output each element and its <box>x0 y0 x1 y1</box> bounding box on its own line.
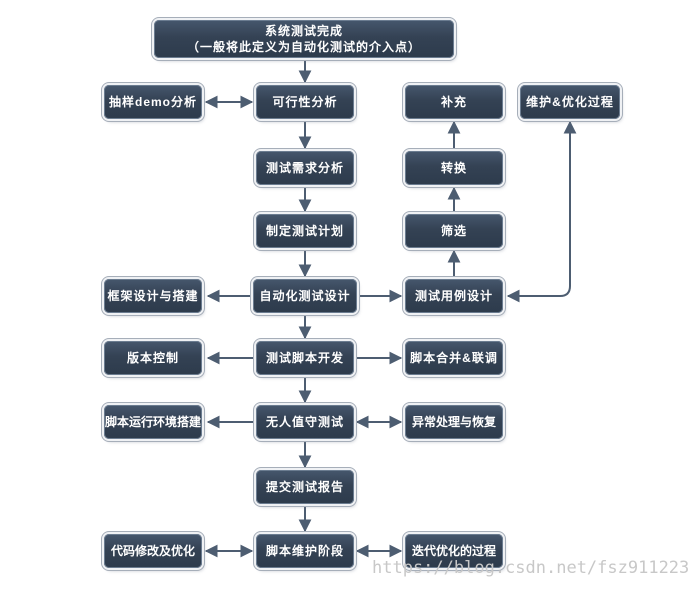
node-script-merge: 脚本合并&联调 <box>405 341 503 375</box>
node-maintain-optimize: 维护&优化过程 <box>520 85 620 119</box>
node-code-optimize: 代码修改及优化 <box>104 534 202 568</box>
node-submit-report-label: 提交测试报告 <box>265 479 344 494</box>
node-script-merge-label: 脚本合并&联调 <box>410 350 498 365</box>
node-maintain-stage: 脚本维护阶段 <box>256 534 354 568</box>
node-maintain-stage-label: 脚本维护阶段 <box>265 543 344 558</box>
connector-casedesign-maintainoptimize-elbow <box>506 120 577 303</box>
csdn-watermark: https://blog.csdn.net/fsz911223 <box>372 558 690 578</box>
node-iterative-optimize-label: 迭代优化的过程 <box>411 543 496 558</box>
node-feasibility: 可行性分析 <box>256 85 354 119</box>
node-convert-label: 转换 <box>440 160 467 175</box>
node-test-case-design-label: 测试用例设计 <box>414 288 493 303</box>
node-filter: 筛选 <box>405 214 503 248</box>
node-start-line1: 系统测试完成 <box>264 23 343 38</box>
node-start: 系统测试完成 （一般将此定义为自动化测试的介入点） <box>154 20 454 58</box>
node-sampling-demo: 抽样demo分析 <box>104 85 202 119</box>
node-convert: 转换 <box>405 151 503 185</box>
node-test-case-design: 测试用例设计 <box>405 279 503 313</box>
node-unattended-test: 无人值守测试 <box>256 405 354 439</box>
node-framework-design: 框架设计与搭建 <box>104 279 202 313</box>
node-test-plan-label: 制定测试计划 <box>265 223 344 238</box>
node-exception-recovery-label: 异常处理与恢复 <box>411 414 496 429</box>
node-filter-label: 筛选 <box>440 223 467 238</box>
node-iterative-optimize: 迭代优化的过程 <box>405 534 503 568</box>
node-supplement-label: 补充 <box>440 94 467 109</box>
node-auto-test-design-label: 自动化测试设计 <box>259 288 351 303</box>
node-script-dev-label: 测试脚本开发 <box>265 350 344 365</box>
node-unattended-test-label: 无人值守测试 <box>265 414 344 429</box>
node-framework-design-label: 框架设计与搭建 <box>107 288 199 303</box>
node-maintain-optimize-label: 维护&优化过程 <box>526 94 614 109</box>
node-exception-recovery: 异常处理与恢复 <box>405 405 503 439</box>
node-submit-report: 提交测试报告 <box>256 470 354 504</box>
node-requirement-analysis-label: 测试需求分析 <box>265 160 344 175</box>
node-env-setup-label: 脚本运行环境搭建 <box>104 414 201 429</box>
node-feasibility-label: 可行性分析 <box>272 94 338 109</box>
node-sampling-demo-label: 抽样demo分析 <box>108 94 197 109</box>
node-version-control: 版本控制 <box>104 341 202 375</box>
node-requirement-analysis: 测试需求分析 <box>256 151 354 185</box>
node-env-setup: 脚本运行环境搭建 <box>104 405 202 439</box>
node-script-dev: 测试脚本开发 <box>256 341 354 375</box>
node-start-line2: （一般将此定义为自动化测试的介入点） <box>186 40 421 54</box>
node-version-control-label: 版本控制 <box>126 350 179 365</box>
node-test-plan: 制定测试计划 <box>256 214 354 248</box>
node-supplement: 补充 <box>405 85 503 119</box>
node-auto-test-design: 自动化测试设计 <box>253 279 357 313</box>
node-code-optimize-label: 代码修改及优化 <box>110 543 195 558</box>
